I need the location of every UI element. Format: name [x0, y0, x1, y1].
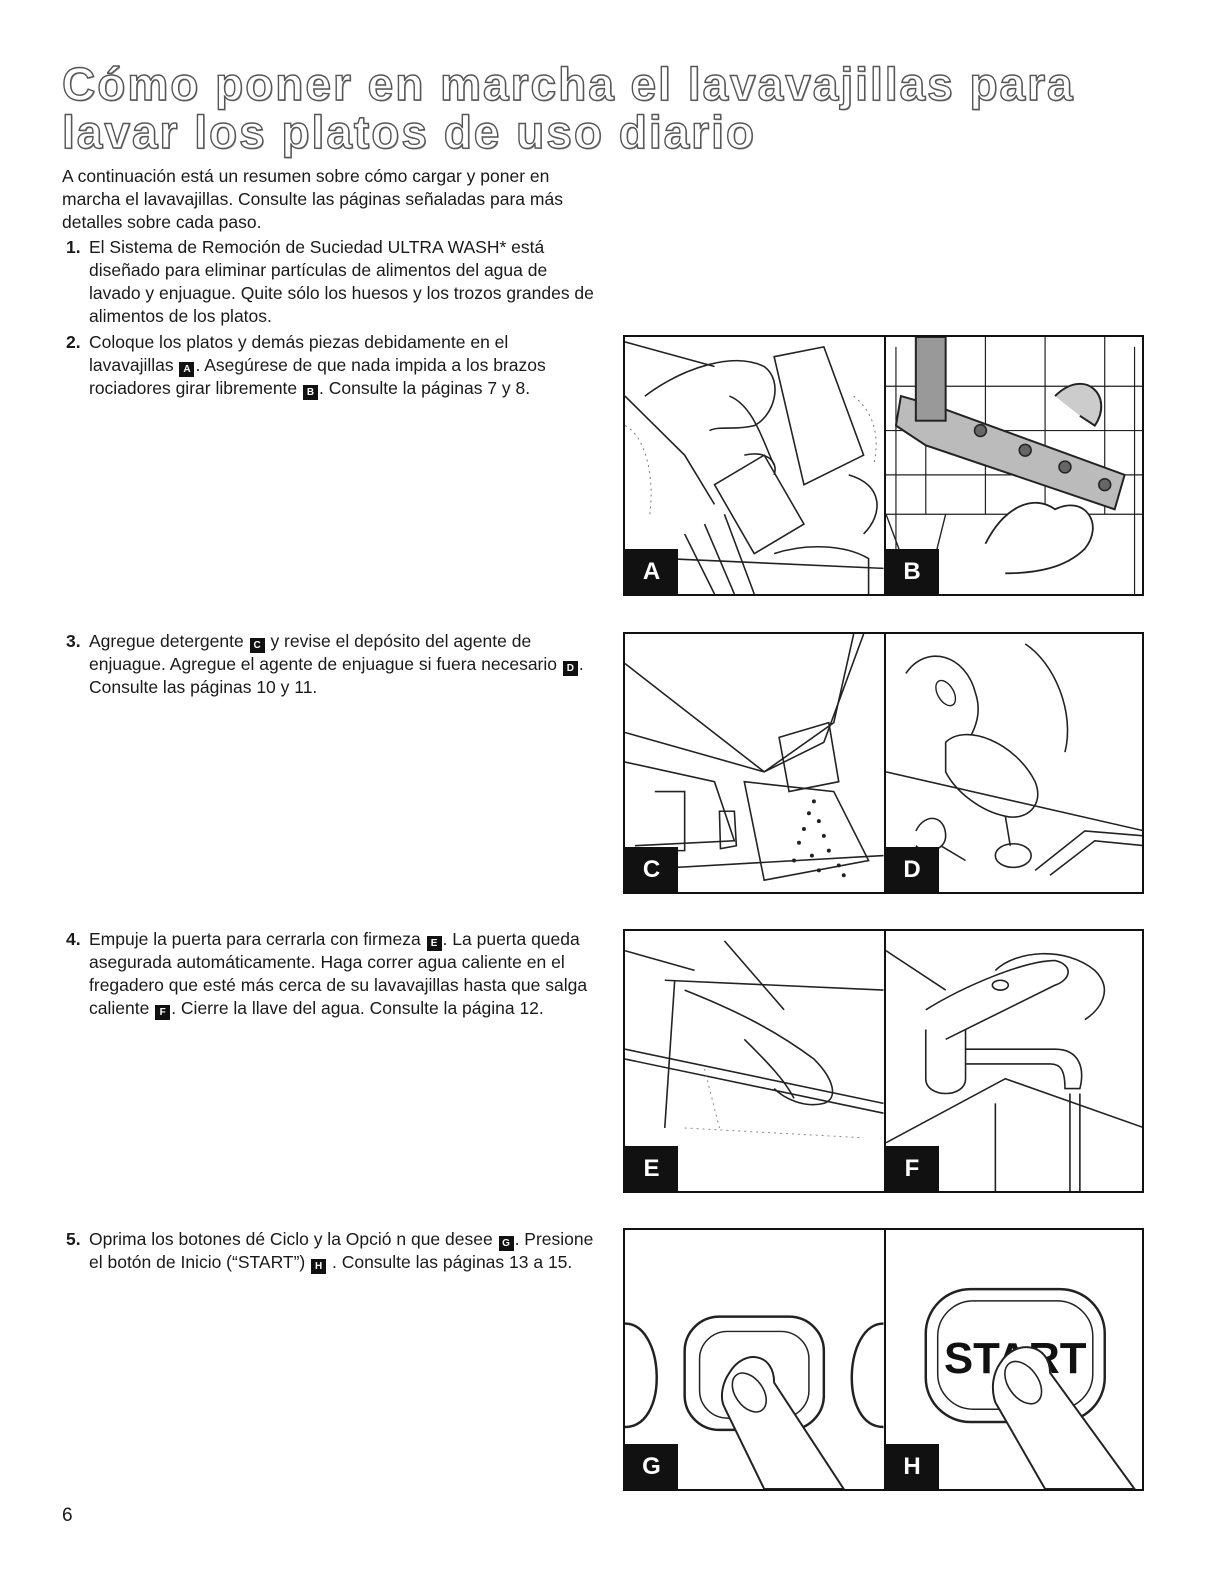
- illustration-b: B: [883, 337, 1142, 594]
- closing-door-illustration: [625, 940, 884, 1139]
- figure-label-f: F: [885, 1146, 939, 1191]
- figure-ref-d: D: [562, 661, 578, 676]
- step-text: . Presione el botón de Inicio (“START”): [89, 1229, 594, 1272]
- intro-paragraph: A continuación está un resumen sobre cóm…: [62, 166, 563, 232]
- figure-label-a: A: [625, 549, 678, 594]
- running-hot-water-illustration: [885, 950, 1142, 1191]
- figure-ref-c: C: [249, 638, 265, 653]
- step-2: 2. Coloque los platos y demás piezas deb…: [62, 331, 597, 400]
- step-number: 2.: [66, 332, 81, 352]
- step-number: 5.: [66, 1229, 81, 1249]
- rinse-aid-illustration: [885, 643, 1142, 876]
- adding-detergent-illustration: [625, 634, 884, 882]
- illustration-panel-ef: E F: [623, 929, 1144, 1193]
- illustration-f: F: [883, 931, 1142, 1191]
- step-number: 4.: [66, 929, 81, 949]
- illustration-g: G: [625, 1230, 884, 1489]
- step-number: 1.: [66, 237, 81, 257]
- illustration-d: D: [883, 634, 1142, 892]
- illustration-panel-gh: G START H: [623, 1228, 1144, 1491]
- illustration-c: C: [625, 634, 884, 892]
- step-text: El Sistema de Remoción de Suciedad ULTRA…: [89, 237, 594, 326]
- illustration-a: A: [625, 337, 884, 594]
- page-title: Cómo poner en marcha el lavavajillas par…: [61, 58, 1075, 158]
- figure-label-d: D: [885, 847, 939, 892]
- step-text: Empuje la puerta para cerrarla con firme…: [89, 929, 426, 949]
- figure-ref-e: E: [426, 936, 442, 951]
- start-button-press-illustration: START: [924, 1287, 1136, 1489]
- step-text: Oprima los botones dé Ciclo y la Opció n…: [89, 1229, 498, 1249]
- step-text: . Consulte las páginas 10 y 11.: [89, 654, 584, 697]
- loading-dishes-illustration: [625, 341, 884, 594]
- step-text: y revise el depósito del agente de enjua…: [89, 631, 562, 674]
- step-text: . La puerta queda asegurada automáticame…: [89, 929, 588, 1018]
- step-5: 5. Oprima los botones dé Ciclo y la Opci…: [62, 1228, 597, 1274]
- spray-arm-illustration: [885, 337, 1142, 594]
- step-text: Coloque los platos y demás piezas debida…: [89, 332, 509, 375]
- figure-ref-g: G: [498, 1236, 514, 1251]
- illustration-panel-cd: C D: [623, 632, 1144, 894]
- figure-ref-b: B: [303, 385, 319, 400]
- figure-label-c: C: [625, 847, 678, 892]
- page-number: 6: [62, 1505, 73, 1526]
- cycle-button-press-illustration: [625, 1315, 884, 1489]
- illustration-h: START H: [883, 1230, 1143, 1489]
- step-3: 3. Agregue detergente C y revise el depó…: [62, 630, 597, 699]
- step-text: . Asegúrese de que nada impida a los bra…: [89, 355, 546, 398]
- step-text: . Cierre la llave del agua. Consulte la …: [171, 998, 544, 1018]
- step-text: . Consulte las páginas 13 a 15.: [327, 1252, 573, 1272]
- step-4: 4. Empuje la puerta para cerrarla con fi…: [62, 928, 597, 1020]
- figure-label-h: H: [885, 1444, 939, 1489]
- figure-ref-f: F: [155, 1005, 171, 1020]
- step-text: . Consulte la páginas 7 y 8.: [319, 378, 531, 398]
- figure-ref-h: H: [311, 1259, 327, 1274]
- figure-label-g: G: [625, 1444, 678, 1489]
- illustration-panel-ab: A B: [623, 335, 1144, 596]
- step-1: 1. El Sistema de Remoción de Suciedad UL…: [62, 236, 597, 328]
- figure-label-e: E: [625, 1146, 678, 1191]
- step-text: Agregue detergente: [89, 631, 249, 651]
- step-number: 3.: [66, 631, 81, 651]
- illustration-e: E: [625, 931, 884, 1191]
- figure-ref-a: A: [179, 362, 195, 377]
- figure-label-b: B: [885, 549, 939, 594]
